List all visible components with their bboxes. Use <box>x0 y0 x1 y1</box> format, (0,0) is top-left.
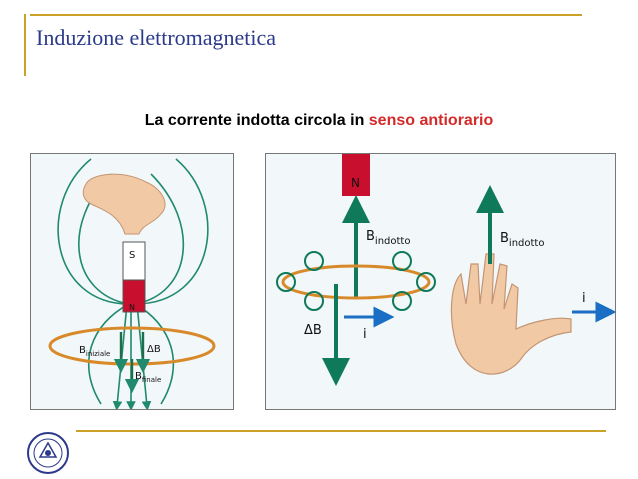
current-label: i <box>363 327 367 342</box>
b-iniziale-label: Biniziale <box>79 345 110 358</box>
hand-illustration <box>82 173 166 235</box>
left-rule <box>24 14 26 76</box>
right-hand-illustration <box>450 253 572 375</box>
hand-current-label: i <box>582 291 586 306</box>
magnet-n-right-label: N <box>351 176 360 190</box>
magnet-south <box>122 241 146 281</box>
field-lines <box>57 158 209 409</box>
right-figure-panel: N Bindotto ΔB i Bindotto i <box>265 153 616 410</box>
slide-title: Induzione elettromagnetica <box>36 25 277 50</box>
top-rule <box>30 14 582 16</box>
delta-b-right-label: ΔB <box>304 323 322 338</box>
magnet-n-label: N <box>129 303 135 312</box>
b-indotto-label: Bindotto <box>366 229 410 247</box>
slide-subtitle: La corrente indotta circola in senso ant… <box>0 112 638 130</box>
university-seal-icon <box>27 432 69 474</box>
induction-rule-illustration: N Bindotto ΔB i Bindotto i <box>276 154 615 386</box>
magnet-north <box>122 279 146 313</box>
hand-b-indotto-label: Bindotto <box>500 231 544 249</box>
delta-b-label: ΔB <box>147 344 161 355</box>
magnet-field-illustration: S N Biniziale ΔB Bfinale <box>48 158 216 409</box>
bottom-rule <box>76 430 606 432</box>
subtitle-prefix: La corrente indotta circola in <box>144 112 369 129</box>
conducting-ring <box>48 326 216 366</box>
vector-arrows <box>113 332 151 394</box>
left-figure-panel: S N Biniziale ΔB Bfinale <box>30 153 234 410</box>
conducting-ring-right <box>281 264 431 300</box>
magnet-north-right <box>342 154 370 196</box>
subtitle-highlight: senso antiorario <box>368 112 494 129</box>
magnet-s-label: S <box>129 250 135 261</box>
b-finale-label: Bfinale <box>135 371 161 384</box>
field-loops <box>276 251 436 311</box>
